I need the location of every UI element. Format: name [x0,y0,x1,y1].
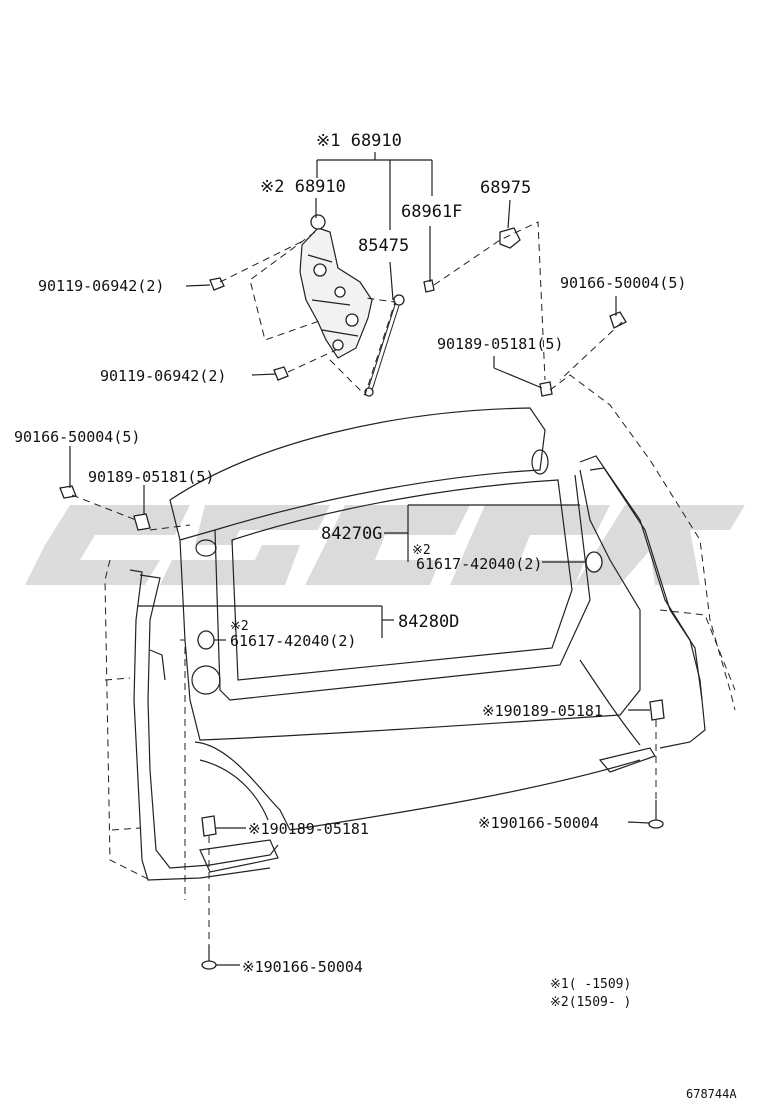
label-clip-right-lower: ※190189-05181 [482,702,603,720]
note-2: ※2(1509- ) [550,995,631,1010]
clip-left-upper [133,513,151,531]
clip-68961f [423,279,435,293]
label-retainer-g-mark: ※2 [412,543,431,558]
label-weatherstrip-g: 84270G [321,524,382,544]
label-retainer-d: 61617-42040(2) [230,632,356,650]
label-screw-right: 90166-50004(5) [560,274,686,292]
label-clip-left: 90189-05181(5) [88,468,214,486]
clip-right-upper [539,381,553,397]
bolt-lower-left [273,366,289,381]
label-regulator-2: ※2 68910 [260,177,346,197]
label-regulator-1: ※1 68910 [316,131,402,151]
label-bolt-upper: 90119-06942(2) [38,277,164,295]
label-screw-left-lower: ※190166-50004 [242,958,363,976]
retainer-d-part [197,630,215,650]
screw-right-lower [648,800,664,829]
screw-right-upper [609,311,627,329]
label-stopper: 68975 [480,178,531,198]
watermark-logo [25,505,745,585]
part-labels: ※1 68910 ※2 68910 68961F 68975 85475 901… [14,131,737,1101]
stopper-part [499,227,521,249]
retainer-g-part [585,551,603,573]
label-retainer-g: 61617-42040(2) [416,555,542,573]
fasteners [59,277,665,970]
label-bolt-lower: 90119-06942(2) [100,367,226,385]
label-clip-left-lower: ※190189-05181 [248,820,369,838]
leader-lines [69,152,650,966]
screw-left-upper [59,485,77,499]
label-weatherstrip-d: 84280D [398,612,459,632]
label-strut: 85475 [358,236,409,256]
label-clip-68961f: 68961F [401,202,462,222]
clip-right-lower [649,699,665,721]
dashed-guides [71,221,736,945]
strut-rod [364,294,405,397]
back-door-panel [169,407,641,831]
label-clip-right: 90189-05181(5) [437,335,563,353]
regulator-assembly [299,214,373,359]
weatherstrip-right [579,455,706,773]
bolt-upper-left [209,277,225,291]
label-screw-right-lower: ※190166-50004 [478,814,599,832]
screw-left-lower [201,945,217,970]
clip-left-lower [201,815,217,837]
note-1: ※1( -1509) [550,977,631,992]
figure-reference: 678744A [686,1087,737,1101]
label-retainer-d-mark: ※2 [230,619,249,634]
label-screw-left: 90166-50004(5) [14,428,140,446]
weatherstrip-left [129,569,279,881]
